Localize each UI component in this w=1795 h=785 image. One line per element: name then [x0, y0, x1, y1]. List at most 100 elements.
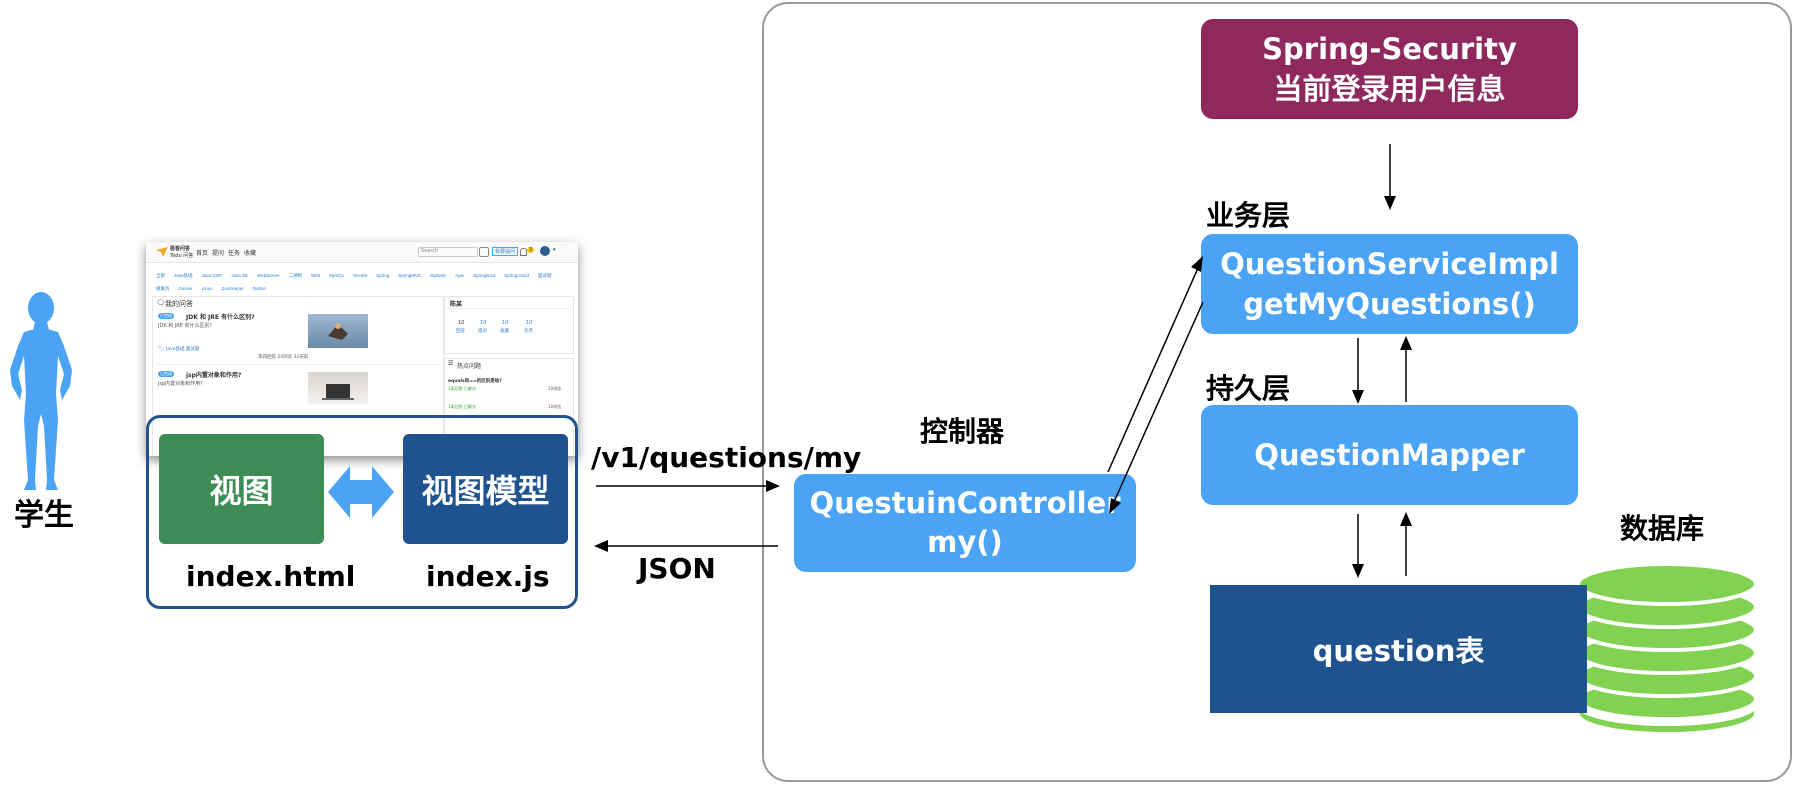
tag-link[interactable]: SpringCloud [504, 273, 530, 278]
mapper-box: QuestionMapper [1201, 405, 1578, 505]
stat-questions-label: 提问 [478, 329, 487, 334]
user-divider [444, 308, 572, 309]
nav-home[interactable]: 首页 [196, 250, 209, 257]
hot2-meta: 1条回答 已解决 [448, 404, 476, 409]
hot1-title[interactable]: equals和==的区别是啥? [448, 379, 502, 384]
controller-caption: 控制器 [920, 415, 1005, 448]
stat-answers-num: 10 [458, 320, 465, 326]
viewmodel-box: 视图模型 [403, 434, 568, 544]
tag-link[interactable]: Ajax [455, 273, 464, 278]
tag-link[interactable]: 二进制 [288, 273, 302, 278]
tag-link[interactable]: Dubbo [252, 286, 267, 291]
student-icon [10, 292, 72, 490]
tag-link[interactable]: Servlet [353, 273, 368, 278]
tag-link[interactable]: Java SE [231, 273, 249, 278]
security-subtitle: 当前登录用户信息 [1273, 72, 1506, 106]
q1-tags[interactable]: Java基础 面试题 [166, 347, 200, 352]
tag-link[interactable]: Java基础 [174, 273, 193, 278]
hot1-views: 10浏览 [548, 386, 562, 391]
stat-tasks-num: 10 [526, 320, 533, 326]
response-label: JSON [638, 552, 716, 585]
service-mapper-arrows [1352, 336, 1412, 404]
q1-status-badge: 已完成 [158, 313, 174, 319]
nav-fav[interactable]: 收藏 [244, 250, 257, 257]
mapper-class: QuestionMapper [1254, 438, 1525, 472]
controller-box: QuestuinController my() [794, 474, 1136, 572]
q1-desc: JDK 和 JRE 有什么区别? [158, 323, 213, 329]
hot1-meta: 1条回答 已解决 [448, 386, 476, 391]
controller-method: my() [927, 525, 1003, 559]
comment-icon: 🗨 [156, 299, 165, 307]
tag-link[interactable]: Linux [201, 286, 213, 291]
tag-link[interactable]: Spring [376, 273, 390, 278]
ask-button[interactable]: 我要提问 [492, 247, 519, 256]
backend-frame [762, 2, 1792, 782]
q2-thumbnail-graphic [322, 384, 354, 400]
service-box: QuestionServiceImpl getMyQuestions() [1201, 234, 1578, 334]
stat-favorites-num: 10 [502, 320, 509, 326]
tag-link[interactable]: 微服务 [156, 286, 170, 291]
tag-link[interactable]: Java OOP [201, 273, 223, 278]
view-box: 视图 [159, 434, 324, 544]
notification-badge: 3 [527, 247, 535, 253]
tag-icon: 🏷 [158, 346, 165, 352]
q2-thumbnail [308, 372, 368, 404]
tag-link[interactable]: SpringBoot [473, 273, 496, 278]
stat-tasks-label: 任务 [524, 329, 533, 334]
security-box: Spring-Security 当前登录用户信息 [1201, 19, 1578, 119]
nav-task[interactable]: 任务 [228, 250, 241, 257]
table-box: question表 [1210, 585, 1587, 713]
brand-line1: 极客问答 [170, 246, 191, 252]
controller-service-arrows [1107, 256, 1204, 514]
response-arrow [594, 540, 778, 552]
tag-link[interactable]: MyBatis [430, 273, 447, 278]
stat-questions-num: 10 [480, 320, 487, 326]
user-name: 陈某 [450, 301, 463, 308]
tag-link[interactable]: Docker [178, 286, 193, 291]
viewmodel-label: 视图模型 [421, 472, 550, 510]
search-input[interactable]: Search [418, 247, 478, 257]
stat-favorites-label: 收藏 [500, 329, 509, 334]
controller-class: QuestuinController [809, 486, 1121, 520]
q1-title[interactable]: JDK 和 JRE 有什么区别? [186, 314, 255, 321]
question-panel [152, 296, 444, 456]
double-arrow-icon [328, 466, 394, 518]
avatar-chevron-down-icon[interactable]: ▾ [553, 247, 556, 253]
q2-status-badge: 已完成 [158, 371, 174, 377]
hot-panel [444, 358, 574, 456]
view-label: 视图 [209, 472, 274, 510]
hot2-views: 10浏览 [548, 404, 562, 409]
tag-link[interactable]: 全部 [156, 273, 165, 278]
tag-link[interactable]: 面试题 [538, 273, 552, 278]
q1-thumbnail-graphic [328, 323, 348, 340]
q1-divider [156, 364, 438, 365]
tag-link[interactable]: MySQL [329, 273, 345, 278]
nav-ask[interactable]: 提问 [212, 250, 225, 257]
tag-link[interactable]: Web [310, 273, 321, 278]
logo-icon [156, 247, 168, 257]
tag-row-1: 全部 Java基础 Java OOP Java SE WebServer 二进制 Web My… [156, 273, 561, 279]
tag-link[interactable]: ZooKeeper [221, 286, 244, 291]
user-panel [444, 296, 574, 354]
mapper-table-arrows [1352, 512, 1412, 578]
service-class: QuestionServiceImpl [1220, 247, 1559, 281]
tag-link[interactable]: WebServer [257, 273, 280, 278]
persistence-caption: 持久层 [1206, 372, 1291, 405]
q2-title[interactable]: jsp内置对象和作用? [186, 372, 242, 379]
bell-icon[interactable] [520, 248, 527, 256]
search-icon[interactable] [479, 247, 489, 257]
service-method: getMyQuestions() [1243, 287, 1536, 321]
database-icon [1576, 562, 1758, 736]
list-icon: ☰ [448, 360, 454, 367]
avatar[interactable] [540, 246, 550, 256]
view-file: index.html [186, 560, 356, 593]
my-questions-title: 我的问答 [165, 300, 193, 308]
table-label: question表 [1312, 634, 1485, 668]
database-caption: 数据库 [1620, 512, 1705, 545]
brand-line2: Tedu 问答 [170, 253, 194, 259]
security-title: Spring-Security [1262, 32, 1517, 66]
tag-row-2: 微服务 Docker Linux ZooKeeper Dubbo [156, 286, 275, 292]
tag-link[interactable]: SpringMVC [398, 273, 422, 278]
viewmodel-file: index.js [426, 560, 550, 593]
app-screenshot: 极客问答 Tedu 问答 首页 提问 任务 收藏 Search 我要提问 3 ▾… [146, 242, 578, 456]
